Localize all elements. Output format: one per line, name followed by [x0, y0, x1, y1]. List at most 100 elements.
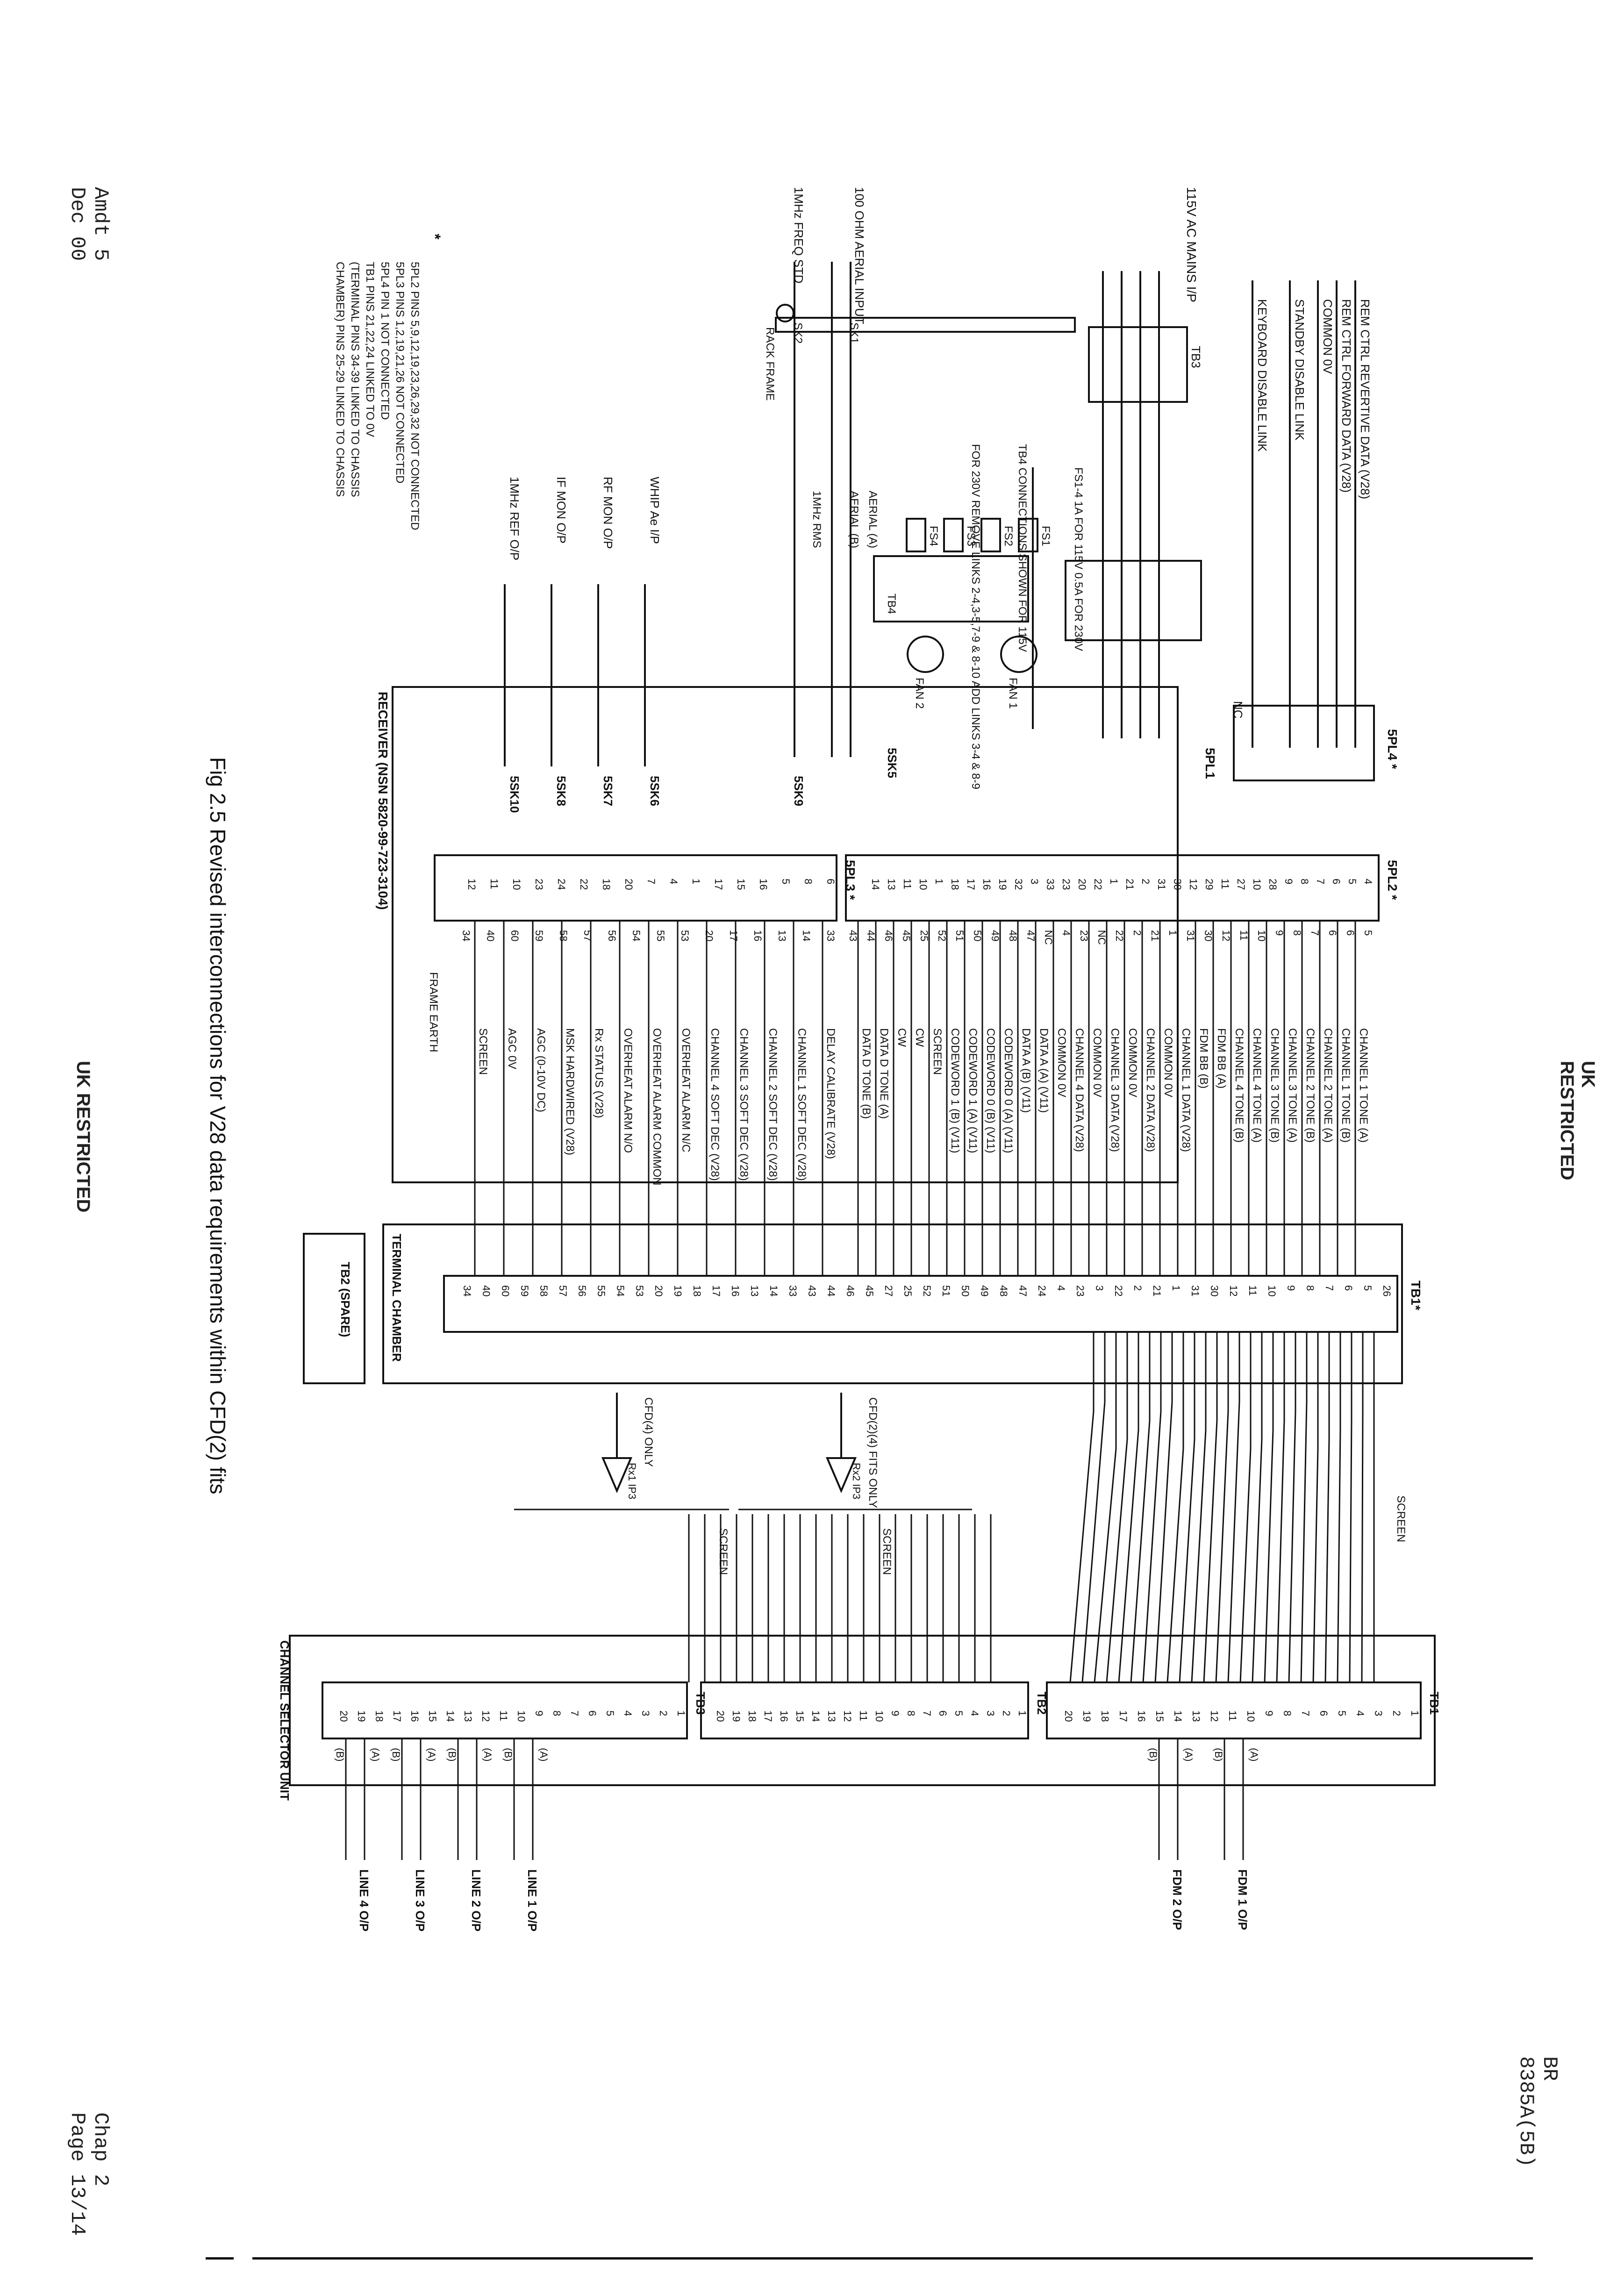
connector-5pl3 [434, 854, 837, 922]
pin-number: 14 [870, 879, 881, 890]
link-note: FOR 230V REMOVE LINKS 2-4,3-5,7-9 & 8-10… [969, 444, 982, 789]
pin-number: 23 [1060, 879, 1072, 890]
output-b-label: (B) [334, 1748, 346, 1761]
selector-tb3-label: TB3 [694, 1692, 708, 1715]
selector-tb3 [322, 1681, 688, 1739]
terminal-chamber-title: TERMINAL CHAMBER [390, 1234, 404, 1362]
harness-wire [1227, 1402, 1240, 1683]
nc-label: NC [1231, 701, 1245, 719]
rf-output-connector: 5SK7 [601, 776, 615, 806]
terminal-pin-number: 2 [1132, 1285, 1144, 1291]
pin-number: 11 [1238, 930, 1250, 941]
selector-tb1-label: TB1 [1427, 1692, 1441, 1715]
tb3-label: TB3 [1189, 346, 1203, 368]
terminal-pin-number: 30 [1209, 1285, 1220, 1296]
harness-wire [1300, 1402, 1308, 1683]
rf-output-lines [504, 584, 646, 766]
signal-label: CHANNEL 4 TONE (B) [1233, 1028, 1245, 1143]
selector-pin-number: 10 [873, 1710, 885, 1722]
pin-number: 50 [972, 930, 983, 941]
selector-pin-number: 2 [1001, 1710, 1012, 1716]
signal-label: FDM BB (A) [1215, 1028, 1228, 1088]
selector-pin-number: 20 [338, 1710, 350, 1722]
pin-number: 31 [1156, 879, 1167, 890]
remote-signal-label: COMMON 0V [1321, 299, 1335, 374]
pin-number: 19 [997, 879, 1009, 890]
pin-number: 5 [1346, 879, 1358, 884]
signal-label: DATA A (B) (V11) [1020, 1028, 1032, 1113]
terminal-pin-number: 60 [500, 1285, 511, 1296]
pin-number: 25 [918, 930, 930, 941]
screen-label: SCREEN [880, 1528, 893, 1575]
terminal-pin-number: 5 [1362, 1285, 1374, 1291]
footnote-line: TB1 PINS 21,22,24 LINKED TO 0V [364, 262, 376, 437]
channel-selector-title: CHANNEL SELECTOR UNIT [278, 1640, 292, 1801]
selector-pin-number: 4 [969, 1710, 980, 1716]
pin-number: 17 [713, 879, 724, 890]
pin-number: 6 [1345, 930, 1356, 936]
pin-number: 31 [1185, 930, 1196, 941]
pin-number: 18 [601, 879, 612, 890]
signal-label: DATA D TONE (A) [878, 1028, 890, 1119]
pin-number: 1 [1167, 930, 1179, 936]
pin-number: 16 [758, 879, 769, 890]
pin-number: NC [1096, 930, 1108, 945]
pin-number: 18 [949, 879, 961, 890]
pin-number: 22 [1114, 930, 1125, 941]
selector-pin-number: 20 [715, 1710, 726, 1722]
selector-pin-number: 8 [551, 1710, 563, 1716]
pin-number: 43 [847, 930, 859, 941]
harness-wire [1154, 1402, 1173, 1683]
harness-wire [1324, 1439, 1330, 1683]
terminal-pin-number: 16 [730, 1285, 741, 1296]
terminal-pin-number: 11 [1247, 1285, 1259, 1296]
pin-number: 12 [466, 879, 478, 890]
terminal-pin-number: 48 [998, 1285, 1009, 1296]
terminal-pin-number: 50 [959, 1285, 971, 1296]
pin-number: 59 [533, 930, 545, 941]
pin-number: 2 [1140, 879, 1152, 884]
terminal-pin-number: 57 [557, 1285, 569, 1296]
signal-label: SCREEN [931, 1028, 944, 1075]
pin-number: 6 [1331, 879, 1342, 884]
terminal-pin-number: 17 [710, 1285, 722, 1296]
terminal-pin-number: 51 [940, 1285, 952, 1296]
pin-number: 33 [825, 930, 837, 941]
pin-number: 29 [1203, 879, 1215, 890]
signal-label: CHANNEL 1 SOFT DEC (V28) [795, 1028, 808, 1181]
harness-wire [1191, 1430, 1207, 1683]
line-output-label: LINE 2 O/P [469, 1869, 483, 1931]
pin-number: 12 [1220, 930, 1232, 941]
signal-label: Rx STATUS (V28) [593, 1028, 605, 1118]
pin-number: 30 [1172, 879, 1183, 890]
signal-label: DELAY CALIBRATE (V28) [824, 1028, 837, 1159]
selector-pin-number: 14 [810, 1710, 822, 1722]
pin-number: 45 [901, 930, 912, 941]
selector-pin-number: 8 [905, 1710, 917, 1716]
fuse-label: FS4 [927, 526, 940, 546]
pin-number: 22 [1092, 879, 1104, 890]
harness-wire [1069, 1411, 1095, 1683]
terminal-pin-number: 13 [749, 1285, 760, 1296]
harness-wire [1142, 1411, 1162, 1683]
pin-number: 16 [981, 879, 993, 890]
selector-pin-number: 5 [953, 1710, 965, 1716]
signal-label: CODEWORD 1 (A) (V11) [966, 1028, 979, 1153]
connector-5pl4-label: 5PL4 * [1385, 729, 1400, 769]
line-output-label: LINE 1 O/P [525, 1869, 539, 1931]
signal-label: CHANNEL 2 DATA (V28) [1144, 1028, 1157, 1152]
screen-label: SCREEN [717, 1528, 730, 1575]
pin-number: 55 [655, 930, 666, 941]
pin-number: 33 [1045, 879, 1056, 890]
pin-number: 7 [1309, 930, 1321, 936]
selector-pin-number: 5 [1336, 1710, 1348, 1716]
aerial-a-label: AERIAL (A) [866, 491, 879, 548]
pin-number: 48 [1007, 930, 1019, 941]
signal-label: CHANNEL 1 TONE (A) [1357, 1028, 1370, 1143]
fan-label: FAN 2 [913, 678, 926, 709]
selector-pin-number: 2 [658, 1710, 669, 1716]
terminal-pin-number: 10 [1266, 1285, 1278, 1296]
terminal-pin-number: 31 [1189, 1285, 1201, 1296]
signal-label: OVERHEAT ALARM N/C [680, 1028, 692, 1152]
fuse-label: FS1 [1039, 526, 1052, 546]
